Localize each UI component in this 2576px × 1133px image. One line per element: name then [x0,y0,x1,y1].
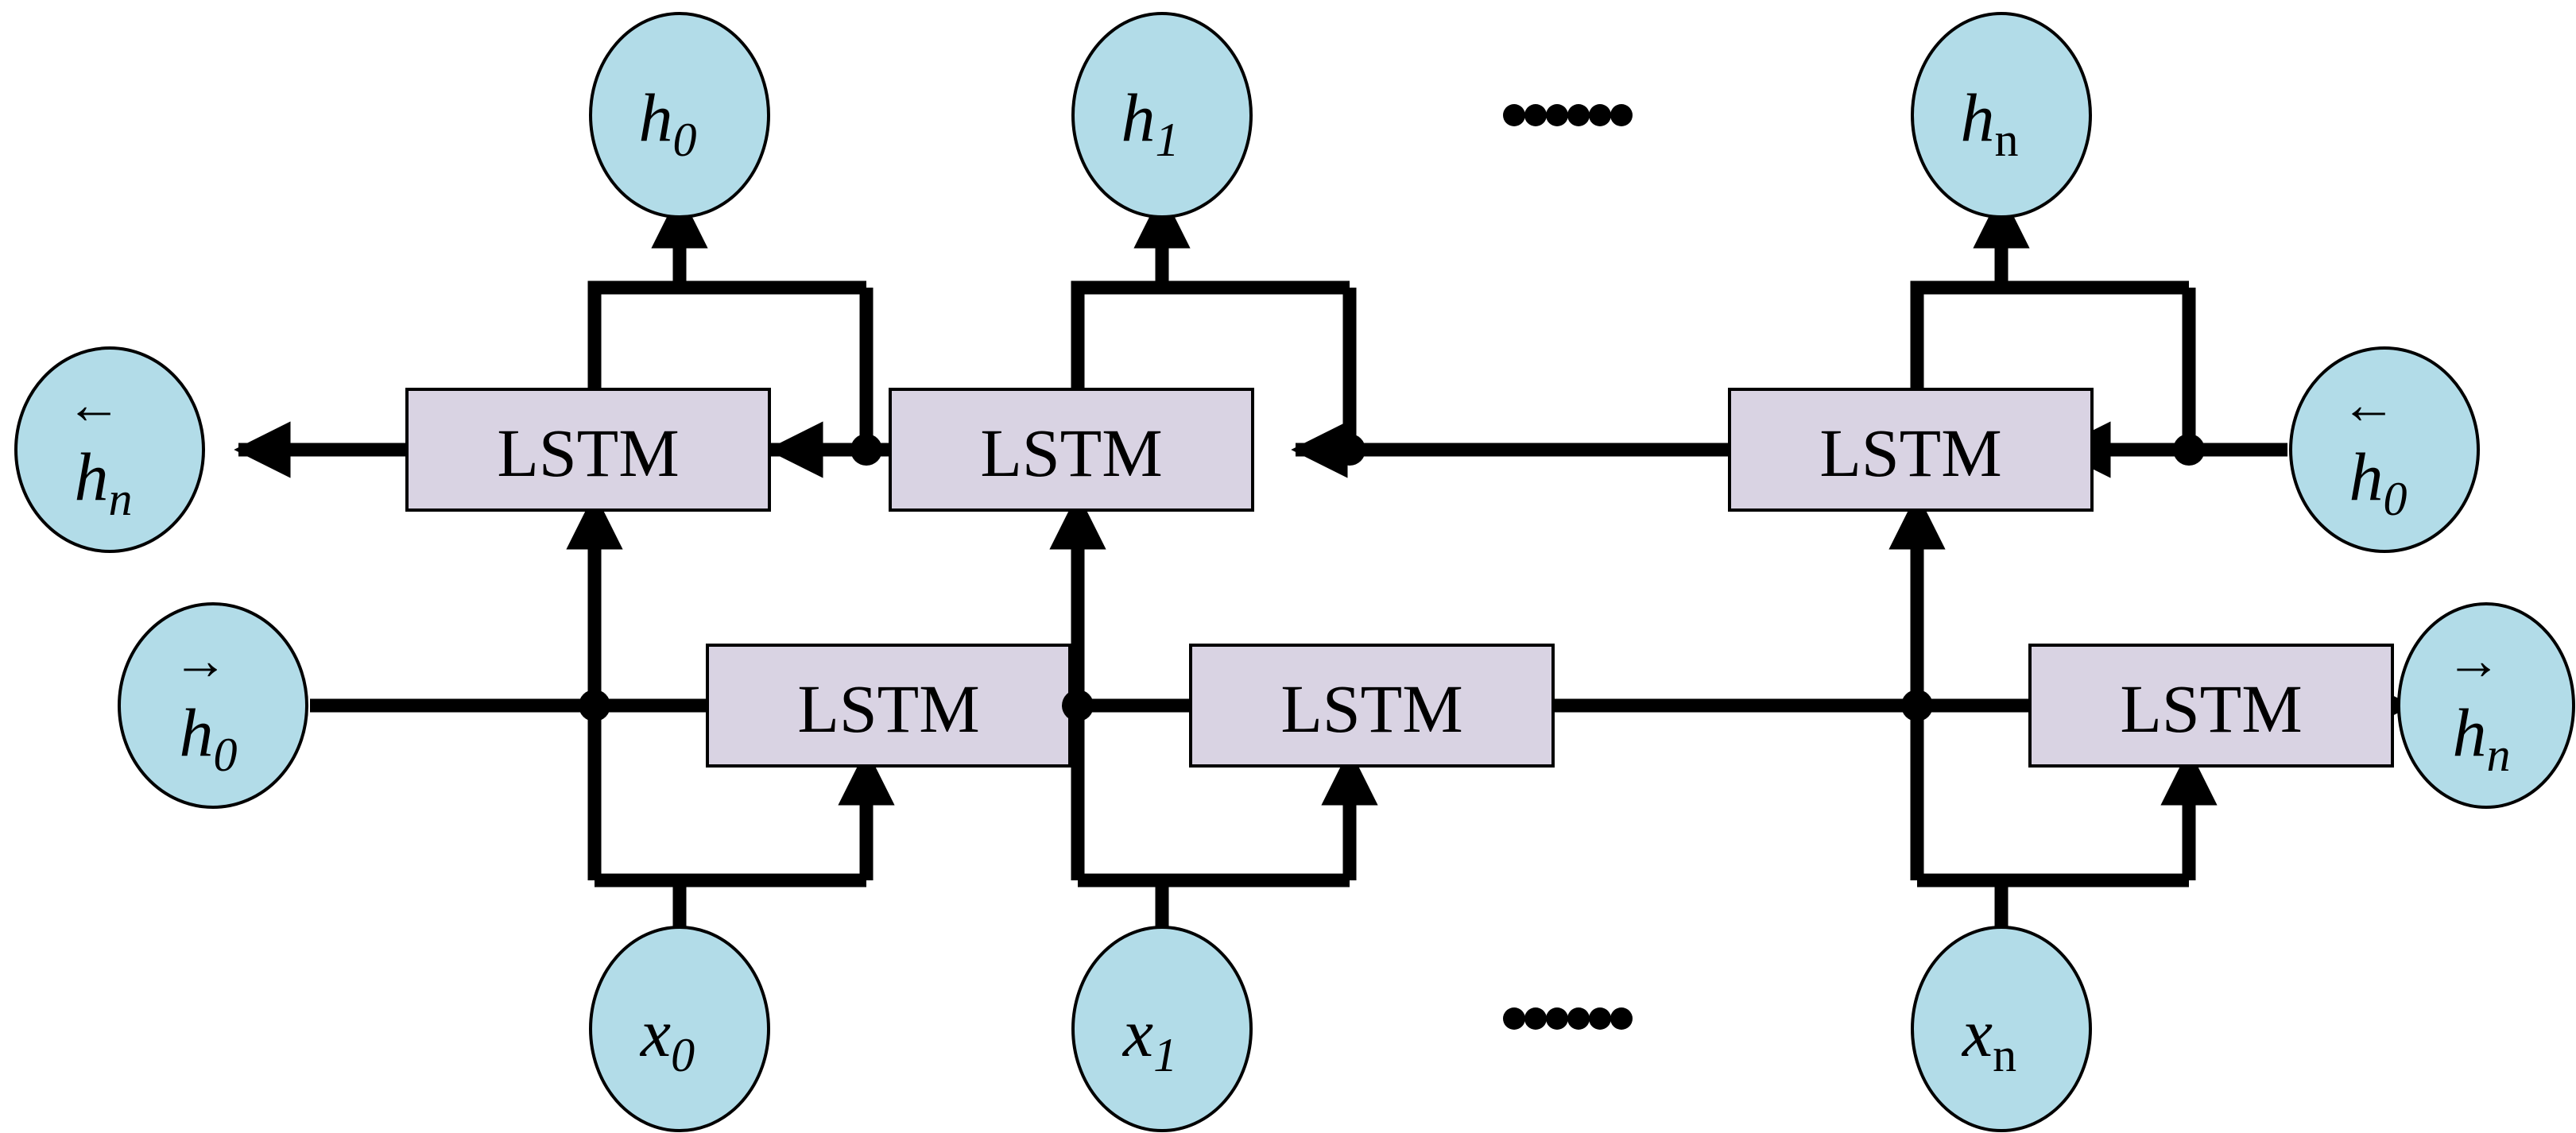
output-h0-label: h0 [639,79,697,166]
backward-lstm-1-label: LSTM [980,415,1162,491]
input-x1-ellipse[interactable] [1071,926,1253,1132]
junction-xn-forward-cross [1901,690,1933,721]
backward-state-h0-arrow: ← [2341,375,2396,436]
output-hn[interactable]: hn [1911,12,2092,218]
junction-backward1-merge [1334,434,1365,466]
junction-backwardn-merge [2173,434,2205,466]
backward-state-h0[interactable]: ← h0 [2289,346,2480,553]
backward-state-h0-ellipse[interactable] [2289,346,2480,553]
input-x1-label: x1 [1121,995,1177,1081]
forward-lstm-1-label: LSTM [1280,671,1462,747]
output-h0[interactable]: h0 [589,12,770,218]
backward-lstm-0[interactable]: LSTM [405,388,771,512]
output-hn-ellipse[interactable] [1911,12,2092,218]
wire-backwardn-top-to-bar [1910,280,2189,405]
input-x0-label: x0 [639,995,695,1081]
output-h0-ellipse[interactable] [589,12,770,218]
forward-state-hn-label: hn [2453,694,2511,781]
backward-lstm-n-label: LSTM [1819,415,2001,491]
forward-state-h0-ellipse[interactable] [118,602,308,809]
output-hn-label: hn [1961,79,2019,166]
forward-lstm-1[interactable]: LSTM [1189,644,1555,768]
input-xn-ellipse[interactable] [1911,926,2092,1132]
forward-state-hn[interactable]: → hn [2397,602,2575,809]
state-nodes: ← hn ← h0 → h0 → hn [14,346,2575,809]
ellipsis-bottom [1503,1007,1633,1030]
backward-lstm-0-box[interactable] [405,388,771,512]
output-h1[interactable]: h1 [1071,12,1253,218]
output-h1-ellipse[interactable] [1071,12,1253,218]
input-x0[interactable]: x0 [589,926,770,1132]
forward-lstm-0[interactable]: LSTM [706,644,1071,768]
forward-lstm-row: LSTM LSTM LSTM [706,644,2394,768]
backward-state-hn-ellipse[interactable] [14,346,205,553]
forward-lstm-n[interactable]: LSTM [2028,644,2394,768]
input-x0-ellipse[interactable] [589,926,770,1132]
backward-lstm-row: LSTM LSTM LSTM [405,388,2094,512]
junction-x1-forward-cross [1062,690,1094,721]
input-x1[interactable]: x1 [1071,926,1253,1132]
forward-lstm-0-box[interactable] [706,644,1071,768]
backward-state-hn[interactable]: ← hn [14,346,205,553]
forward-state-h0-arrow: → [172,631,228,692]
backward-state-hn-arrow: ← [66,375,122,436]
forward-state-hn-ellipse[interactable] [2397,602,2575,809]
junction-x0-forward-cross [579,690,610,721]
forward-state-h0-label: h0 [180,694,238,781]
input-xn[interactable]: xn [1911,926,2092,1132]
wire-backward1-top-to-bar [1071,280,1350,405]
backward-state-hn-label: hn [75,439,133,525]
backward-lstm-0-label: LSTM [497,415,679,491]
forward-lstm-n-label: LSTM [2120,671,2302,747]
backward-lstm-n[interactable]: LSTM [1728,388,2094,512]
backward-state-h0-label: h0 [2349,439,2407,525]
forward-lstm-1-box[interactable] [1189,644,1555,768]
forward-state-hn-arrow: → [2446,631,2501,692]
output-h1-label: h1 [1121,79,1180,166]
junction-backward0-merge [850,434,882,466]
output-nodes: h0 h1 hn [589,12,2092,218]
input-nodes: x0 x1 xn [589,926,2092,1132]
forward-lstm-n-box[interactable] [2028,644,2394,768]
backward-lstm-n-box[interactable] [1728,388,2094,512]
backward-lstm-1-box[interactable] [889,388,1254,512]
forward-lstm-0-label: LSTM [797,671,979,747]
input-xn-label: xn [1961,995,2016,1081]
backward-lstm-1[interactable]: LSTM [889,388,1254,512]
ellipsis-top [1503,104,1633,126]
forward-state-h0[interactable]: → h0 [118,602,308,809]
junction-dots [579,434,2205,721]
